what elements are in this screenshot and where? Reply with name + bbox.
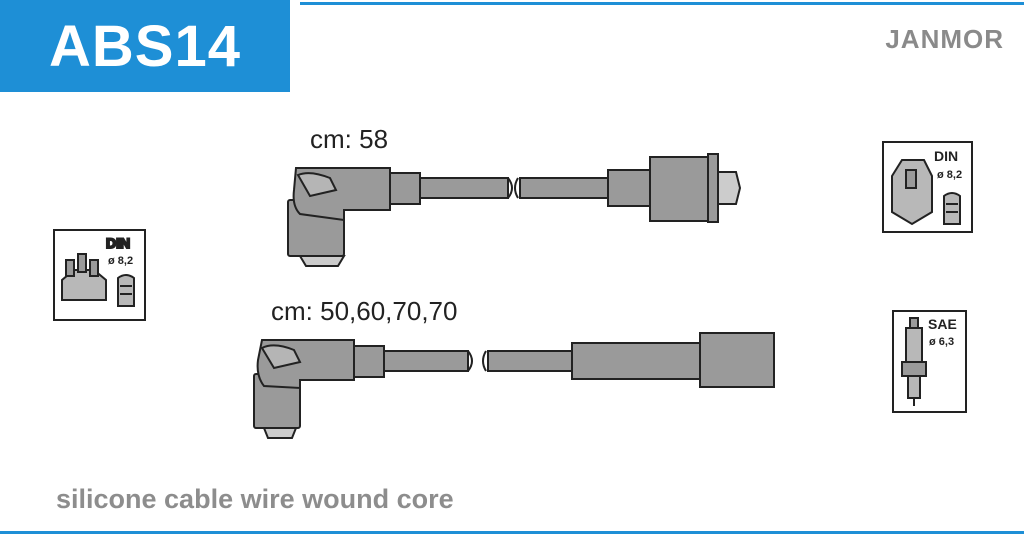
cable-1-length-label: cm: 58 — [310, 124, 389, 154]
cable-1-wire-right — [519, 177, 609, 199]
cable-2-sleeve — [353, 345, 385, 378]
cable-1-boot-terminal — [298, 255, 346, 267]
cable-2-boot-terminal — [262, 427, 298, 439]
cable-2 — [253, 332, 775, 439]
product-description: silicone cable wire wound core — [56, 484, 454, 514]
cable-1-straight-boot — [649, 156, 709, 222]
distributor-standard-label: DIN — [106, 235, 130, 251]
coil-diameter-label: ø 8,2 — [937, 169, 962, 181]
cable-2-straight-boot-end — [699, 332, 775, 388]
cable-1-boot-terminal-end — [717, 171, 742, 205]
part-number-badge: ABS14 — [0, 0, 290, 92]
bottom-rule — [0, 531, 1024, 534]
top-rule — [300, 2, 1024, 5]
coil-standard-label: DIN — [934, 148, 958, 164]
cable-1-boot-collar — [707, 153, 719, 223]
cable-1 — [287, 153, 742, 267]
cable-2-length-label: cm: 50,60,70,70 — [271, 296, 458, 326]
cable-2-straight-boot — [571, 342, 701, 380]
distributor-diameter-label: ø 8,2 — [108, 255, 133, 267]
cable-1-wire-left — [419, 177, 509, 199]
cable-2-wire-right — [487, 350, 573, 372]
distributor-cap-icon: DIN ø 8,2 — [53, 229, 146, 321]
spark-plug-icon: SAE ø 6,3 — [892, 310, 967, 413]
plug-diameter-label: ø 6,3 — [929, 336, 954, 348]
plug-standard-label: SAE — [928, 316, 957, 332]
brand-name: JANMOR — [885, 24, 1004, 54]
cable-1-sleeve — [389, 172, 421, 205]
ignition-coil-icon: DIN ø 8,2 — [882, 141, 973, 233]
cable-1-straight-sleeve — [607, 169, 651, 207]
cable-2-wire-left — [383, 350, 469, 372]
